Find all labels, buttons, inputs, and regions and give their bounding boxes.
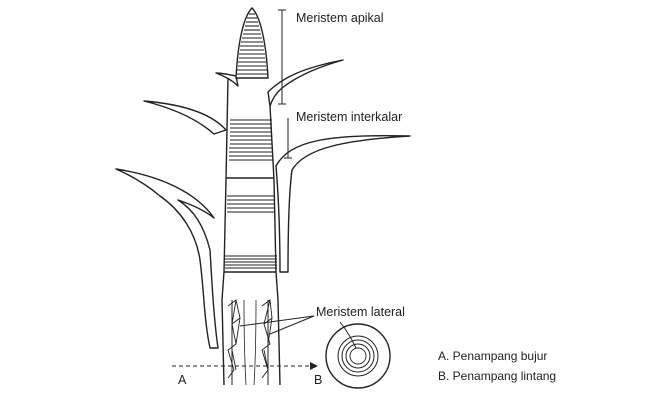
label-intercalary-meristem: Meristem interkalar <box>296 110 402 124</box>
legend-a: A. Penampang bujur <box>438 349 547 363</box>
leaves <box>115 59 411 349</box>
leader-lines <box>239 9 357 349</box>
lateral-meristem-strands <box>227 299 273 379</box>
leaf-lower-left <box>115 168 219 349</box>
label-point-a: A <box>178 373 187 387</box>
leaf-upper-left <box>215 72 239 87</box>
leaf-middle-left <box>143 100 227 135</box>
intercalary-bands <box>225 119 277 269</box>
cross-section <box>325 323 391 389</box>
label-lateral-meristem: Meristem lateral <box>316 305 405 319</box>
leaf-upper-right <box>267 59 344 107</box>
apical-meristem-shape <box>235 7 269 79</box>
section-arrow <box>310 362 318 370</box>
leaf-middle-right <box>275 134 411 273</box>
label-point-b: B <box>314 373 322 387</box>
legend-b: B. Penampang lintang <box>438 369 556 383</box>
label-apical-meristem: Meristem apikal <box>296 11 384 25</box>
